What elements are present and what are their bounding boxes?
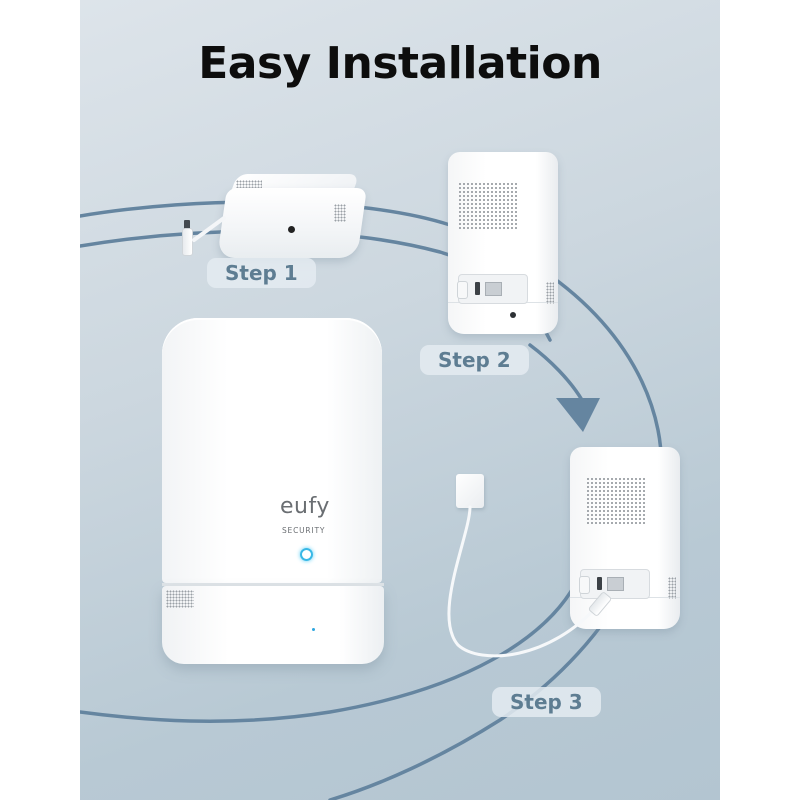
arrow-down-right-icon — [556, 398, 600, 432]
adapter-vent — [236, 180, 262, 188]
step2-camera-device — [448, 152, 558, 337]
camera-side-vent — [546, 282, 554, 304]
port-panel — [457, 274, 528, 304]
hub-upper-body — [162, 318, 382, 583]
reset-hole-icon — [510, 312, 516, 318]
dc-plug-tip-icon — [184, 220, 190, 230]
power-cable — [447, 505, 602, 658]
hub-vent — [166, 590, 194, 608]
step-2-label: Step 2 — [420, 345, 529, 375]
power-plug-icon — [579, 576, 590, 594]
adapter-vent-side — [334, 204, 346, 222]
cable-icon — [192, 216, 226, 242]
step1-adapter-device — [182, 174, 367, 260]
dc-plug-icon — [182, 228, 193, 256]
infographic-panel: Easy Installation Step 1 Step 2 — [80, 0, 720, 800]
homebase-hub: eufy SECURITY — [162, 318, 384, 664]
eufy-logo: eufy — [280, 494, 330, 519]
power-plug-icon — [457, 281, 468, 299]
step-3-label: Step 3 — [492, 687, 601, 717]
wall-adapter-icon — [456, 474, 484, 508]
step3-camera-device — [570, 447, 680, 632]
adapter-body — [217, 188, 367, 258]
usb-port-icon — [597, 577, 602, 590]
security-wordmark: SECURITY — [282, 526, 326, 535]
hub-seam — [162, 583, 384, 586]
hub-base — [162, 586, 384, 664]
step-1-label: Step 1 — [207, 258, 316, 288]
power-led-icon — [312, 628, 315, 631]
page-title: Easy Installation — [198, 38, 602, 89]
camera-side-vent — [668, 577, 676, 599]
port-panel — [579, 569, 650, 599]
camera-body — [448, 152, 558, 334]
dc-jack-icon — [288, 226, 295, 233]
status-led-ring-icon — [300, 548, 313, 561]
speaker-grille — [586, 477, 646, 525]
speaker-grille — [458, 182, 518, 230]
usb-port-icon — [475, 282, 480, 295]
ethernet-port-icon — [485, 282, 502, 296]
ethernet-port-icon — [607, 577, 624, 591]
